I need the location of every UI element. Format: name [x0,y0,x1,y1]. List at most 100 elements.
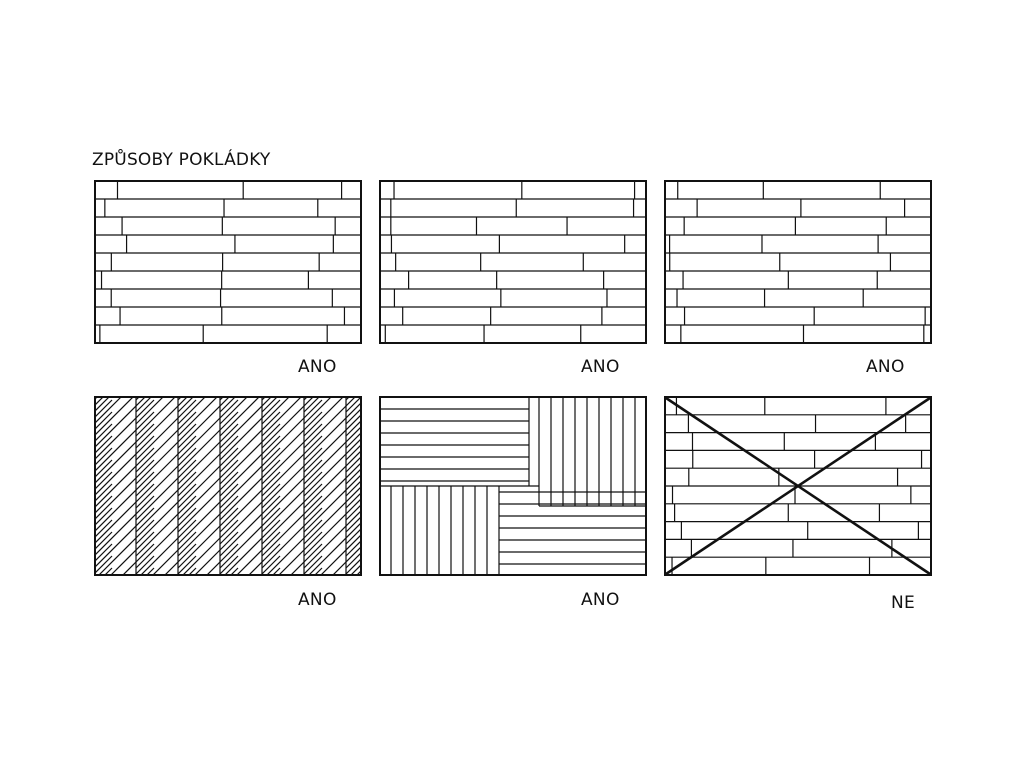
block-planks [380,397,646,575]
plank-edge [95,507,155,568]
plank-edge [95,459,155,520]
plank-edge [95,447,155,508]
plank-edge [219,459,281,521]
plank-edge [177,397,218,437]
plank-edge [135,507,197,569]
plank-edge [110,531,155,575]
herringbone-planks [95,397,361,575]
plank-edge [218,555,239,575]
plank-edge [303,474,361,533]
plank-edge [135,411,197,473]
plank-edge [177,397,194,413]
plank-edge [302,555,323,575]
cross-line [665,396,931,576]
plank-edge [135,397,152,413]
plank-edge [95,397,122,424]
plank-edge [261,459,323,521]
plank-edge [219,399,281,461]
plank-edge [266,519,323,575]
plank-edge [303,438,361,497]
plank-edge [135,459,197,521]
plank-edge [135,397,176,437]
plank-edge [261,435,323,497]
plank-edge [95,397,134,436]
plank-edge [135,435,197,497]
plank-edge [308,522,361,575]
plank-edge [345,432,361,449]
plank-edge [219,471,281,533]
plank-edge [95,459,113,478]
plank-edge [95,471,113,490]
verdict-label-5: ANO [581,590,620,610]
verdict-label-4: ANO [298,590,337,610]
panel-border [94,180,362,344]
plank-edge [345,492,361,509]
plank-edge [219,411,281,473]
plank-edge [345,552,361,569]
crossed-planks [665,397,931,575]
plank-edge [260,555,281,575]
plank-edge [95,531,113,550]
plank-edge [219,495,281,557]
plank-edge [261,423,323,485]
plank-edge [303,462,361,521]
plank-edge [176,555,197,575]
plank-edge [95,495,113,514]
plank-edge [95,411,155,472]
panel-border [379,396,647,576]
plank-edge [261,495,323,557]
verdict-label-1: ANO [298,357,337,377]
plank-edge [278,531,323,575]
plank-edge [95,483,155,544]
plank-edge [345,456,361,473]
plank-edge [219,397,260,437]
plank-edge [345,444,361,461]
plank-edge [219,423,281,485]
plank-edge [152,531,197,575]
plank-edge [303,510,361,569]
plank-edge [261,399,323,461]
plank-edge [95,399,155,460]
plank-edge [95,397,110,412]
plank-edge [177,435,239,497]
plank-edge [345,420,361,437]
plank-edge [95,471,155,532]
panel-border [664,180,932,344]
diagram-title: ZPŮSOBY POKLÁDKY [92,150,271,170]
plank-edge [219,397,236,413]
plank-edge [345,516,361,533]
plank-edge [95,399,113,418]
plank-edge [95,555,113,574]
p3-planks [665,181,931,343]
panel-border [94,396,362,576]
plank-edge [177,397,206,425]
plank-edge [303,498,361,557]
panel-border [664,396,932,576]
verdict-label-3: ANO [866,357,905,377]
plank-edge [236,531,281,575]
verdict-label-2: ANO [581,357,620,377]
plank-edge [177,471,239,533]
plank-edge [135,483,197,545]
plank-edge [177,495,239,557]
plank-edge [135,423,197,485]
plank-edge [261,507,323,569]
verdict-label-6: NE [891,593,916,613]
plank-edge [177,399,239,461]
plank-edge [95,435,155,496]
plank-edge [177,459,239,521]
plank-edge [140,519,197,575]
plank-edge [345,528,361,545]
plank-edge [345,468,361,485]
plank-edge [177,507,239,569]
plank-edge [344,558,361,575]
panel-straight-random-2 [379,180,647,344]
plank-edge [320,534,361,575]
plank-edge [194,531,239,575]
plank-edge [261,483,323,545]
plank-edge [261,411,323,473]
plank-edge [219,447,281,509]
plank-edge [261,471,323,533]
plank-edge [345,504,361,521]
plank-edge [224,519,281,575]
